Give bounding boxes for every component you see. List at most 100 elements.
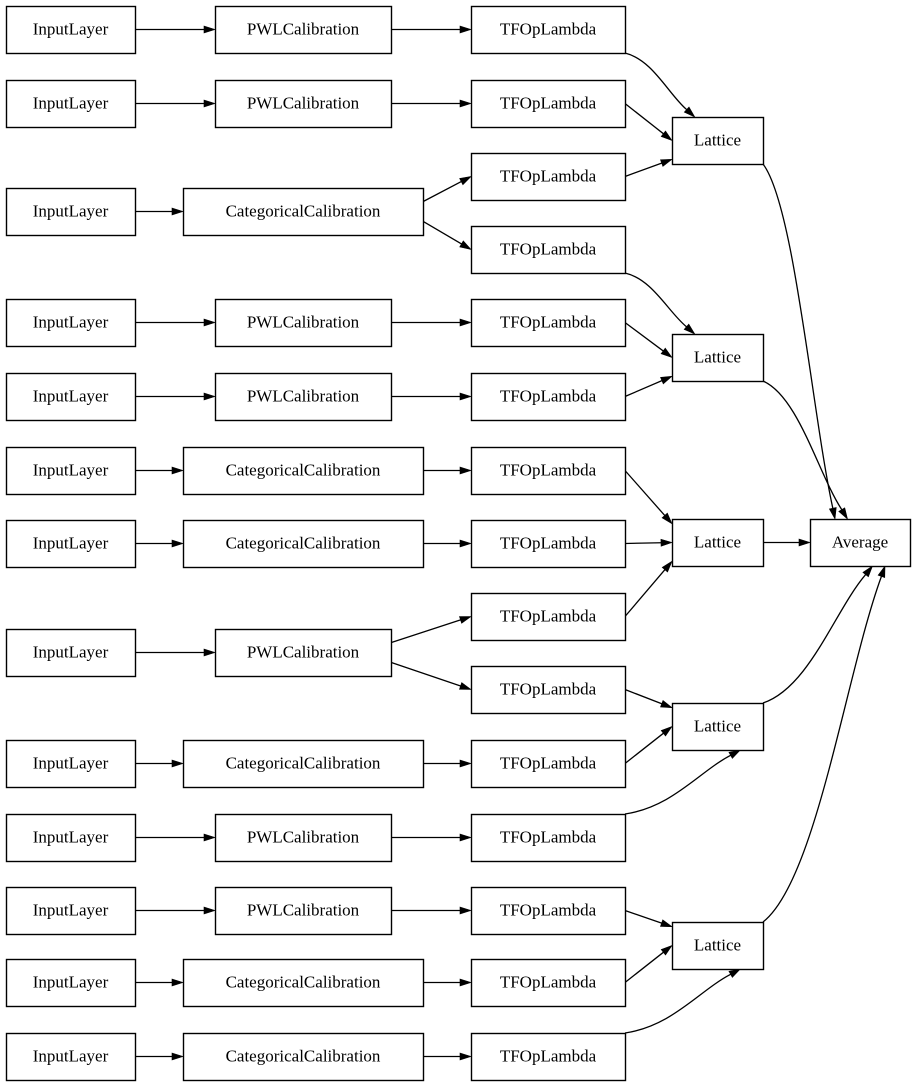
node-box-inputlayer[interactable] <box>5 813 137 863</box>
node-box-lattice[interactable] <box>671 702 765 752</box>
node-box-pwlcalibration[interactable] <box>214 628 393 678</box>
edge-cal12-to-lam14 <box>423 978 472 987</box>
node-in3[interactable]: InputLayer <box>5 187 137 237</box>
node-box-tfoplambda[interactable] <box>470 665 627 715</box>
node-lat3[interactable]: Lattice <box>671 518 765 568</box>
node-box-categoricalcalibration[interactable] <box>182 739 425 789</box>
node-lam10[interactable]: TFOpLambda <box>470 665 627 715</box>
node-box-lattice[interactable] <box>671 921 765 971</box>
node-box-pwlcalibration[interactable] <box>214 79 393 129</box>
node-box-pwlcalibration[interactable] <box>214 298 393 348</box>
node-in4[interactable]: InputLayer <box>5 298 137 348</box>
node-box-categoricalcalibration[interactable] <box>182 958 425 1008</box>
node-box-tfoplambda[interactable] <box>470 152 627 202</box>
node-cal7[interactable]: CategoricalCalibration <box>182 519 425 569</box>
node-box-lattice[interactable] <box>671 333 765 383</box>
node-box-tfoplambda[interactable] <box>470 886 627 936</box>
node-box-tfoplambda[interactable] <box>470 5 627 55</box>
node-box-tfoplambda[interactable] <box>470 225 627 275</box>
node-lat4[interactable]: Lattice <box>671 702 765 752</box>
node-box-categoricalcalibration[interactable] <box>182 446 425 496</box>
node-lam9[interactable]: TFOpLambda <box>470 592 627 642</box>
node-lam11[interactable]: TFOpLambda <box>470 739 627 789</box>
node-lam3[interactable]: TFOpLambda <box>470 152 627 202</box>
node-cal12[interactable]: CategoricalCalibration <box>182 958 425 1008</box>
node-box-pwlcalibration[interactable] <box>214 886 393 936</box>
node-box-pwlcalibration[interactable] <box>214 813 393 863</box>
node-lam12[interactable]: TFOpLambda <box>470 813 627 863</box>
node-lam8[interactable]: TFOpLambda <box>470 519 627 569</box>
node-in11[interactable]: InputLayer <box>5 886 137 936</box>
node-lam15[interactable]: TFOpLambda <box>470 1032 627 1082</box>
arrowhead-icon <box>828 507 837 520</box>
node-cal6[interactable]: CategoricalCalibration <box>182 446 425 496</box>
node-box-inputlayer[interactable] <box>5 739 137 789</box>
node-box-inputlayer[interactable] <box>5 298 137 348</box>
node-box-inputlayer[interactable] <box>5 187 137 237</box>
node-box-tfoplambda[interactable] <box>470 739 627 789</box>
node-box-pwlcalibration[interactable] <box>214 5 393 55</box>
node-lat1[interactable]: Lattice <box>671 116 765 166</box>
arrowhead-icon <box>862 565 874 578</box>
edge-cal4-to-lam5 <box>391 318 472 327</box>
node-in9[interactable]: InputLayer <box>5 739 137 789</box>
node-lam1[interactable]: TFOpLambda <box>470 5 627 55</box>
node-box-tfoplambda[interactable] <box>470 958 627 1008</box>
node-box-tfoplambda[interactable] <box>470 592 627 642</box>
arrowhead-icon <box>459 466 472 475</box>
node-box-tfoplambda[interactable] <box>470 813 627 863</box>
node-in13[interactable]: InputLayer <box>5 1032 137 1082</box>
node-box-inputlayer[interactable] <box>5 958 137 1008</box>
node-in2[interactable]: InputLayer <box>5 79 137 129</box>
node-box-tfoplambda[interactable] <box>470 1032 627 1082</box>
node-box-average[interactable] <box>809 518 912 568</box>
node-box-inputlayer[interactable] <box>5 446 137 496</box>
node-box-tfoplambda[interactable] <box>470 519 627 569</box>
node-cal10[interactable]: PWLCalibration <box>214 813 393 863</box>
node-box-tfoplambda[interactable] <box>470 298 627 348</box>
node-in6[interactable]: InputLayer <box>5 446 137 496</box>
node-box-inputlayer[interactable] <box>5 372 137 422</box>
node-in8[interactable]: InputLayer <box>5 628 137 678</box>
node-in5[interactable]: InputLayer <box>5 372 137 422</box>
node-cal9[interactable]: CategoricalCalibration <box>182 739 425 789</box>
node-box-inputlayer[interactable] <box>5 79 137 129</box>
node-box-lattice[interactable] <box>671 518 765 568</box>
node-cal3[interactable]: CategoricalCalibration <box>182 187 425 237</box>
node-lam4[interactable]: TFOpLambda <box>470 225 627 275</box>
node-lam2[interactable]: TFOpLambda <box>470 79 627 129</box>
node-box-inputlayer[interactable] <box>5 886 137 936</box>
node-lam13[interactable]: TFOpLambda <box>470 886 627 936</box>
node-cal11[interactable]: PWLCalibration <box>214 886 393 936</box>
node-box-tfoplambda[interactable] <box>470 446 627 496</box>
node-cal13[interactable]: CategoricalCalibration <box>182 1032 425 1082</box>
node-cal5[interactable]: PWLCalibration <box>214 372 393 422</box>
node-cal1[interactable]: PWLCalibration <box>214 5 393 55</box>
node-box-categoricalcalibration[interactable] <box>182 1032 425 1082</box>
node-avg[interactable]: Average <box>809 518 912 568</box>
node-box-tfoplambda[interactable] <box>470 79 627 129</box>
node-in10[interactable]: InputLayer <box>5 813 137 863</box>
node-box-inputlayer[interactable] <box>5 5 137 55</box>
node-in7[interactable]: InputLayer <box>5 519 137 569</box>
node-in12[interactable]: InputLayer <box>5 958 137 1008</box>
node-cal4[interactable]: PWLCalibration <box>214 298 393 348</box>
node-lat2[interactable]: Lattice <box>671 333 765 383</box>
node-cal2[interactable]: PWLCalibration <box>214 79 393 129</box>
node-box-lattice[interactable] <box>671 116 765 166</box>
node-box-categoricalcalibration[interactable] <box>182 187 425 237</box>
node-lam6[interactable]: TFOpLambda <box>470 372 627 422</box>
node-lam14[interactable]: TFOpLambda <box>470 958 627 1008</box>
node-lam7[interactable]: TFOpLambda <box>470 446 627 496</box>
node-lam5[interactable]: TFOpLambda <box>470 298 627 348</box>
node-box-inputlayer[interactable] <box>5 519 137 569</box>
node-in1[interactable]: InputLayer <box>5 5 137 55</box>
node-box-categoricalcalibration[interactable] <box>182 519 425 569</box>
node-box-tfoplambda[interactable] <box>470 372 627 422</box>
node-box-inputlayer[interactable] <box>5 628 137 678</box>
node-box-inputlayer[interactable] <box>5 1032 137 1082</box>
edge-cal9-to-lam11 <box>423 759 472 768</box>
node-lat5[interactable]: Lattice <box>671 921 765 971</box>
node-cal8[interactable]: PWLCalibration <box>214 628 393 678</box>
node-box-pwlcalibration[interactable] <box>214 372 393 422</box>
